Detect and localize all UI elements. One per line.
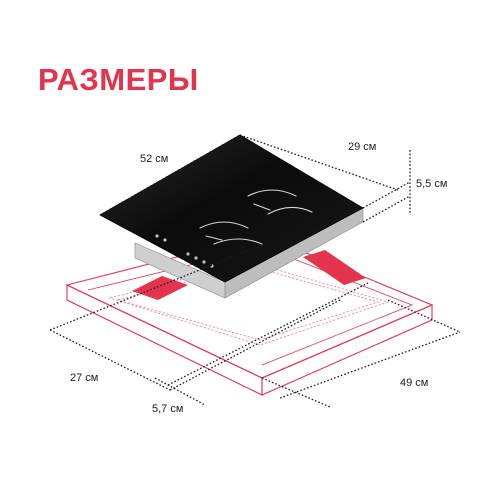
label-cutout-width: 27 см: [70, 372, 99, 384]
support-brackets: [132, 250, 366, 300]
touch-control-icon: [163, 238, 167, 242]
dim-line-offset: [154, 377, 206, 406]
cooking-zone-front-icon: [199, 221, 263, 245]
touch-control-icon: [155, 234, 159, 238]
dim-line-hob-width: [239, 134, 399, 191]
label-cutout-length: 49 см: [400, 377, 429, 389]
dim-line-cutout-width: [49, 329, 171, 391]
dimension-lines: [49, 134, 461, 408]
touch-control-icon: [202, 260, 206, 264]
label-hob-height: 5,5 см: [416, 178, 448, 190]
cooking-zones: [199, 189, 313, 245]
page-title: РАЗМЕРЫ: [38, 62, 199, 97]
touch-control-icon: [194, 256, 198, 260]
bracket-right: [303, 250, 366, 285]
label-offset: 5,7 см: [152, 403, 184, 415]
control-panel: [155, 234, 214, 268]
touch-control-icon: [186, 252, 190, 256]
dim-line-cutout-length: [279, 331, 461, 399]
label-hob-width: 29 см: [348, 141, 377, 153]
label-hob-length: 52 см: [140, 153, 169, 165]
dim-line-hob-length: [99, 134, 241, 216]
bracket-left: [132, 276, 188, 300]
cooking-zone-back-icon: [247, 189, 313, 215]
